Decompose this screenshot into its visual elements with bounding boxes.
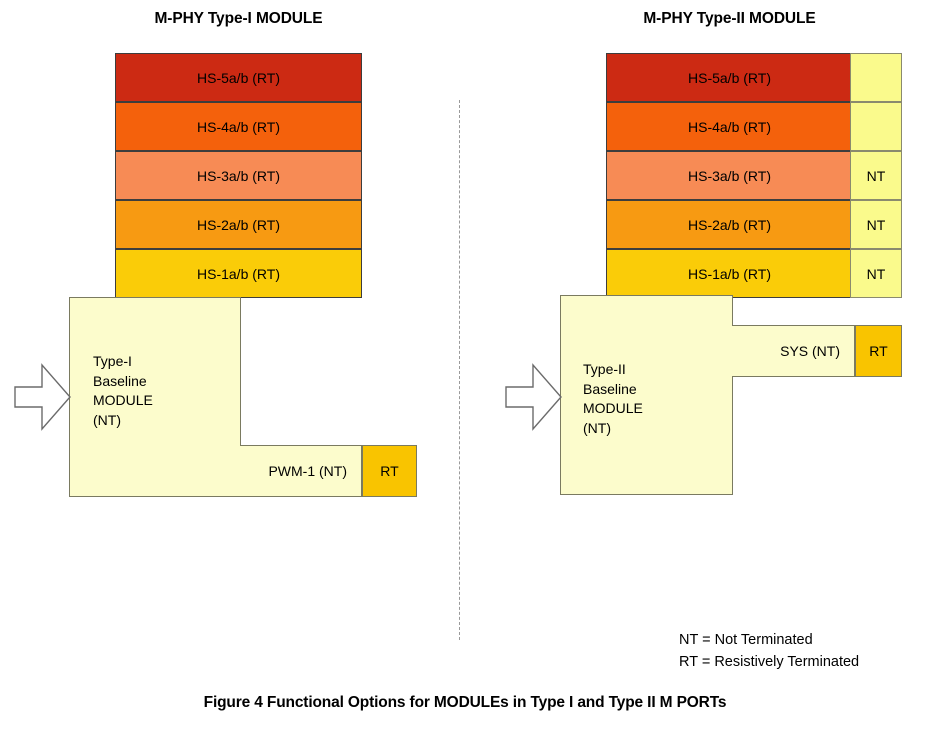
right-module-label: Type-II Baseline MODULE (NT) xyxy=(583,361,643,436)
right-band-hs5: HS-5a/b (RT) xyxy=(606,53,853,102)
left-extension-label: PWM-1 (NT) xyxy=(268,463,347,479)
right-band-hs4: HS-4a/b (RT) xyxy=(606,102,853,151)
right-band-hs3-label: HS-3a/b (RT) xyxy=(688,167,771,184)
input-arrow-icon xyxy=(505,363,562,431)
right-baseline-module xyxy=(560,295,733,495)
right-extension-sys: SYS (NT) xyxy=(733,325,855,377)
left-band-hs5-label: HS-5a/b (RT) xyxy=(197,69,280,86)
right-nt-cell-hs3: NT xyxy=(850,151,902,200)
right-nt-cell-hs3-label: NT xyxy=(866,167,886,184)
left-extension-pwm1: PWM-1 (NT) xyxy=(241,445,362,497)
left-band-hs3-label: HS-3a/b (RT) xyxy=(197,167,280,184)
right-band-hs4-label: HS-4a/b (RT) xyxy=(688,118,771,135)
right-extension-label: SYS (NT) xyxy=(780,343,840,359)
left-baseline-module xyxy=(69,297,241,497)
right-nt-cell-hs4 xyxy=(850,102,902,151)
legend-rt: RT = Resistively Terminated xyxy=(679,654,860,670)
right-band-hs5-label: HS-5a/b (RT) xyxy=(688,69,771,86)
legend: NT = Not Terminated RT = Resistively Ter… xyxy=(679,629,859,673)
right-band-hs1-label: HS-1a/b (RT) xyxy=(688,265,771,282)
right-band-hs3: HS-3a/b (RT) xyxy=(606,151,853,200)
right-nt-cell-hs1-label: NT xyxy=(866,265,886,282)
right-nt-cell-hs2-label: NT xyxy=(866,216,886,233)
left-band-hs1: HS-1a/b (RT) xyxy=(115,249,362,298)
right-band-hs1: HS-1a/b (RT) xyxy=(606,249,853,298)
right-nt-cell-hs1: NT xyxy=(850,249,902,298)
right-module-seam xyxy=(732,326,735,376)
right-rt-label: RT xyxy=(869,343,888,359)
left-band-hs4-label: HS-4a/b (RT) xyxy=(197,118,280,135)
left-band-hs5: HS-5a/b (RT) xyxy=(115,53,362,102)
left-module-label: Type-I Baseline MODULE (NT) xyxy=(93,353,153,428)
figure-caption: Figure 4 Functional Options for MODULEs … xyxy=(203,694,727,711)
left-module-seam xyxy=(240,446,243,496)
left-band-hs4: HS-4a/b (RT) xyxy=(115,102,362,151)
input-arrow-icon xyxy=(14,363,71,431)
panel-divider xyxy=(459,100,460,640)
left-input-arrow xyxy=(14,363,72,431)
right-input-arrow xyxy=(505,363,563,431)
left-panel-title: M-PHY Type-I MODULE xyxy=(154,10,323,27)
legend-nt: NT = Not Terminated xyxy=(679,632,813,648)
left-rt-label: RT xyxy=(380,463,399,479)
left-rt-block: RT xyxy=(362,445,417,497)
left-band-hs1-label: HS-1a/b (RT) xyxy=(197,265,280,282)
right-band-hs2: HS-2a/b (RT) xyxy=(606,200,853,249)
right-nt-cell-hs5 xyxy=(850,53,902,102)
right-panel-title: M-PHY Type-II MODULE xyxy=(643,10,816,27)
right-nt-cell-hs2: NT xyxy=(850,200,902,249)
left-band-hs2: HS-2a/b (RT) xyxy=(115,200,362,249)
left-band-hs3: HS-3a/b (RT) xyxy=(115,151,362,200)
right-rt-block: RT xyxy=(855,325,902,377)
left-band-hs2-label: HS-2a/b (RT) xyxy=(197,216,280,233)
right-band-hs2-label: HS-2a/b (RT) xyxy=(688,216,771,233)
